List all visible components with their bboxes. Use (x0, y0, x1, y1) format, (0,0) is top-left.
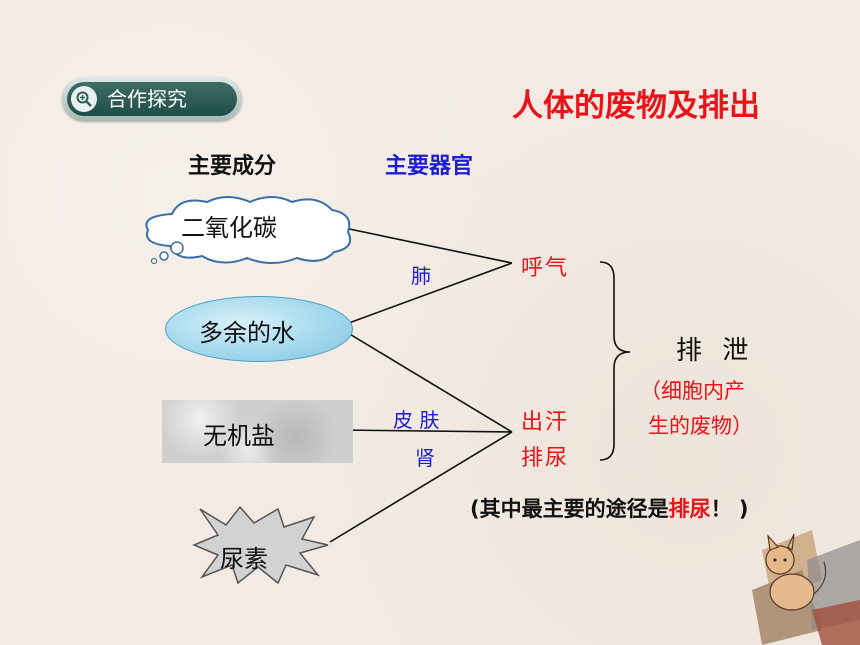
bottom-note-suffix: ！ ) (710, 497, 749, 521)
components-heading: 主要成分 (188, 154, 277, 179)
component-salt: 无机盐 (203, 422, 275, 450)
magnifier-icon (71, 86, 97, 112)
bottom-note: (其中最主要的途径是排尿！ ) (470, 493, 749, 523)
line-urea-sweat (329, 431, 513, 543)
component-co2: 二氧化碳 (181, 214, 277, 242)
excretion-note-line1: （细胞内产 (640, 379, 745, 403)
cat-decoration-icon (752, 530, 860, 645)
route-sweat: 出汗 (521, 410, 570, 435)
component-water: 多余的水 (199, 319, 295, 347)
excretion-label: 排 泄 (676, 336, 755, 366)
route-breath: 呼气 (521, 256, 570, 281)
route-urine: 排尿 (521, 446, 570, 471)
water-oval (165, 296, 353, 362)
bottom-note-prefix: (其中最主要的途径是 (470, 497, 669, 521)
line-water-sweat (337, 326, 513, 433)
page-title: 人体的废物及排出 (512, 88, 760, 124)
salt-box (162, 400, 353, 463)
burst-shape (192, 505, 329, 585)
organ-kidney: 肾 (415, 446, 435, 470)
section-badge: 合作探究 (62, 77, 242, 121)
excretion-note-line2: 生的废物） (648, 414, 753, 438)
line-salt-sweat (337, 429, 513, 433)
component-urea: 尿素 (220, 545, 268, 573)
organ-lung: 肺 (411, 264, 431, 288)
right-brace (599, 261, 631, 461)
bottom-note-highlight: 排尿 (668, 497, 711, 521)
line-co2-breath (329, 224, 513, 264)
line-water-breath (337, 262, 513, 328)
badge-label: 合作探究 (107, 87, 187, 111)
cloud-shape (145, 196, 352, 265)
organs-heading: 主要器官 (385, 154, 474, 179)
organ-skin: 皮 肤 (393, 408, 440, 432)
